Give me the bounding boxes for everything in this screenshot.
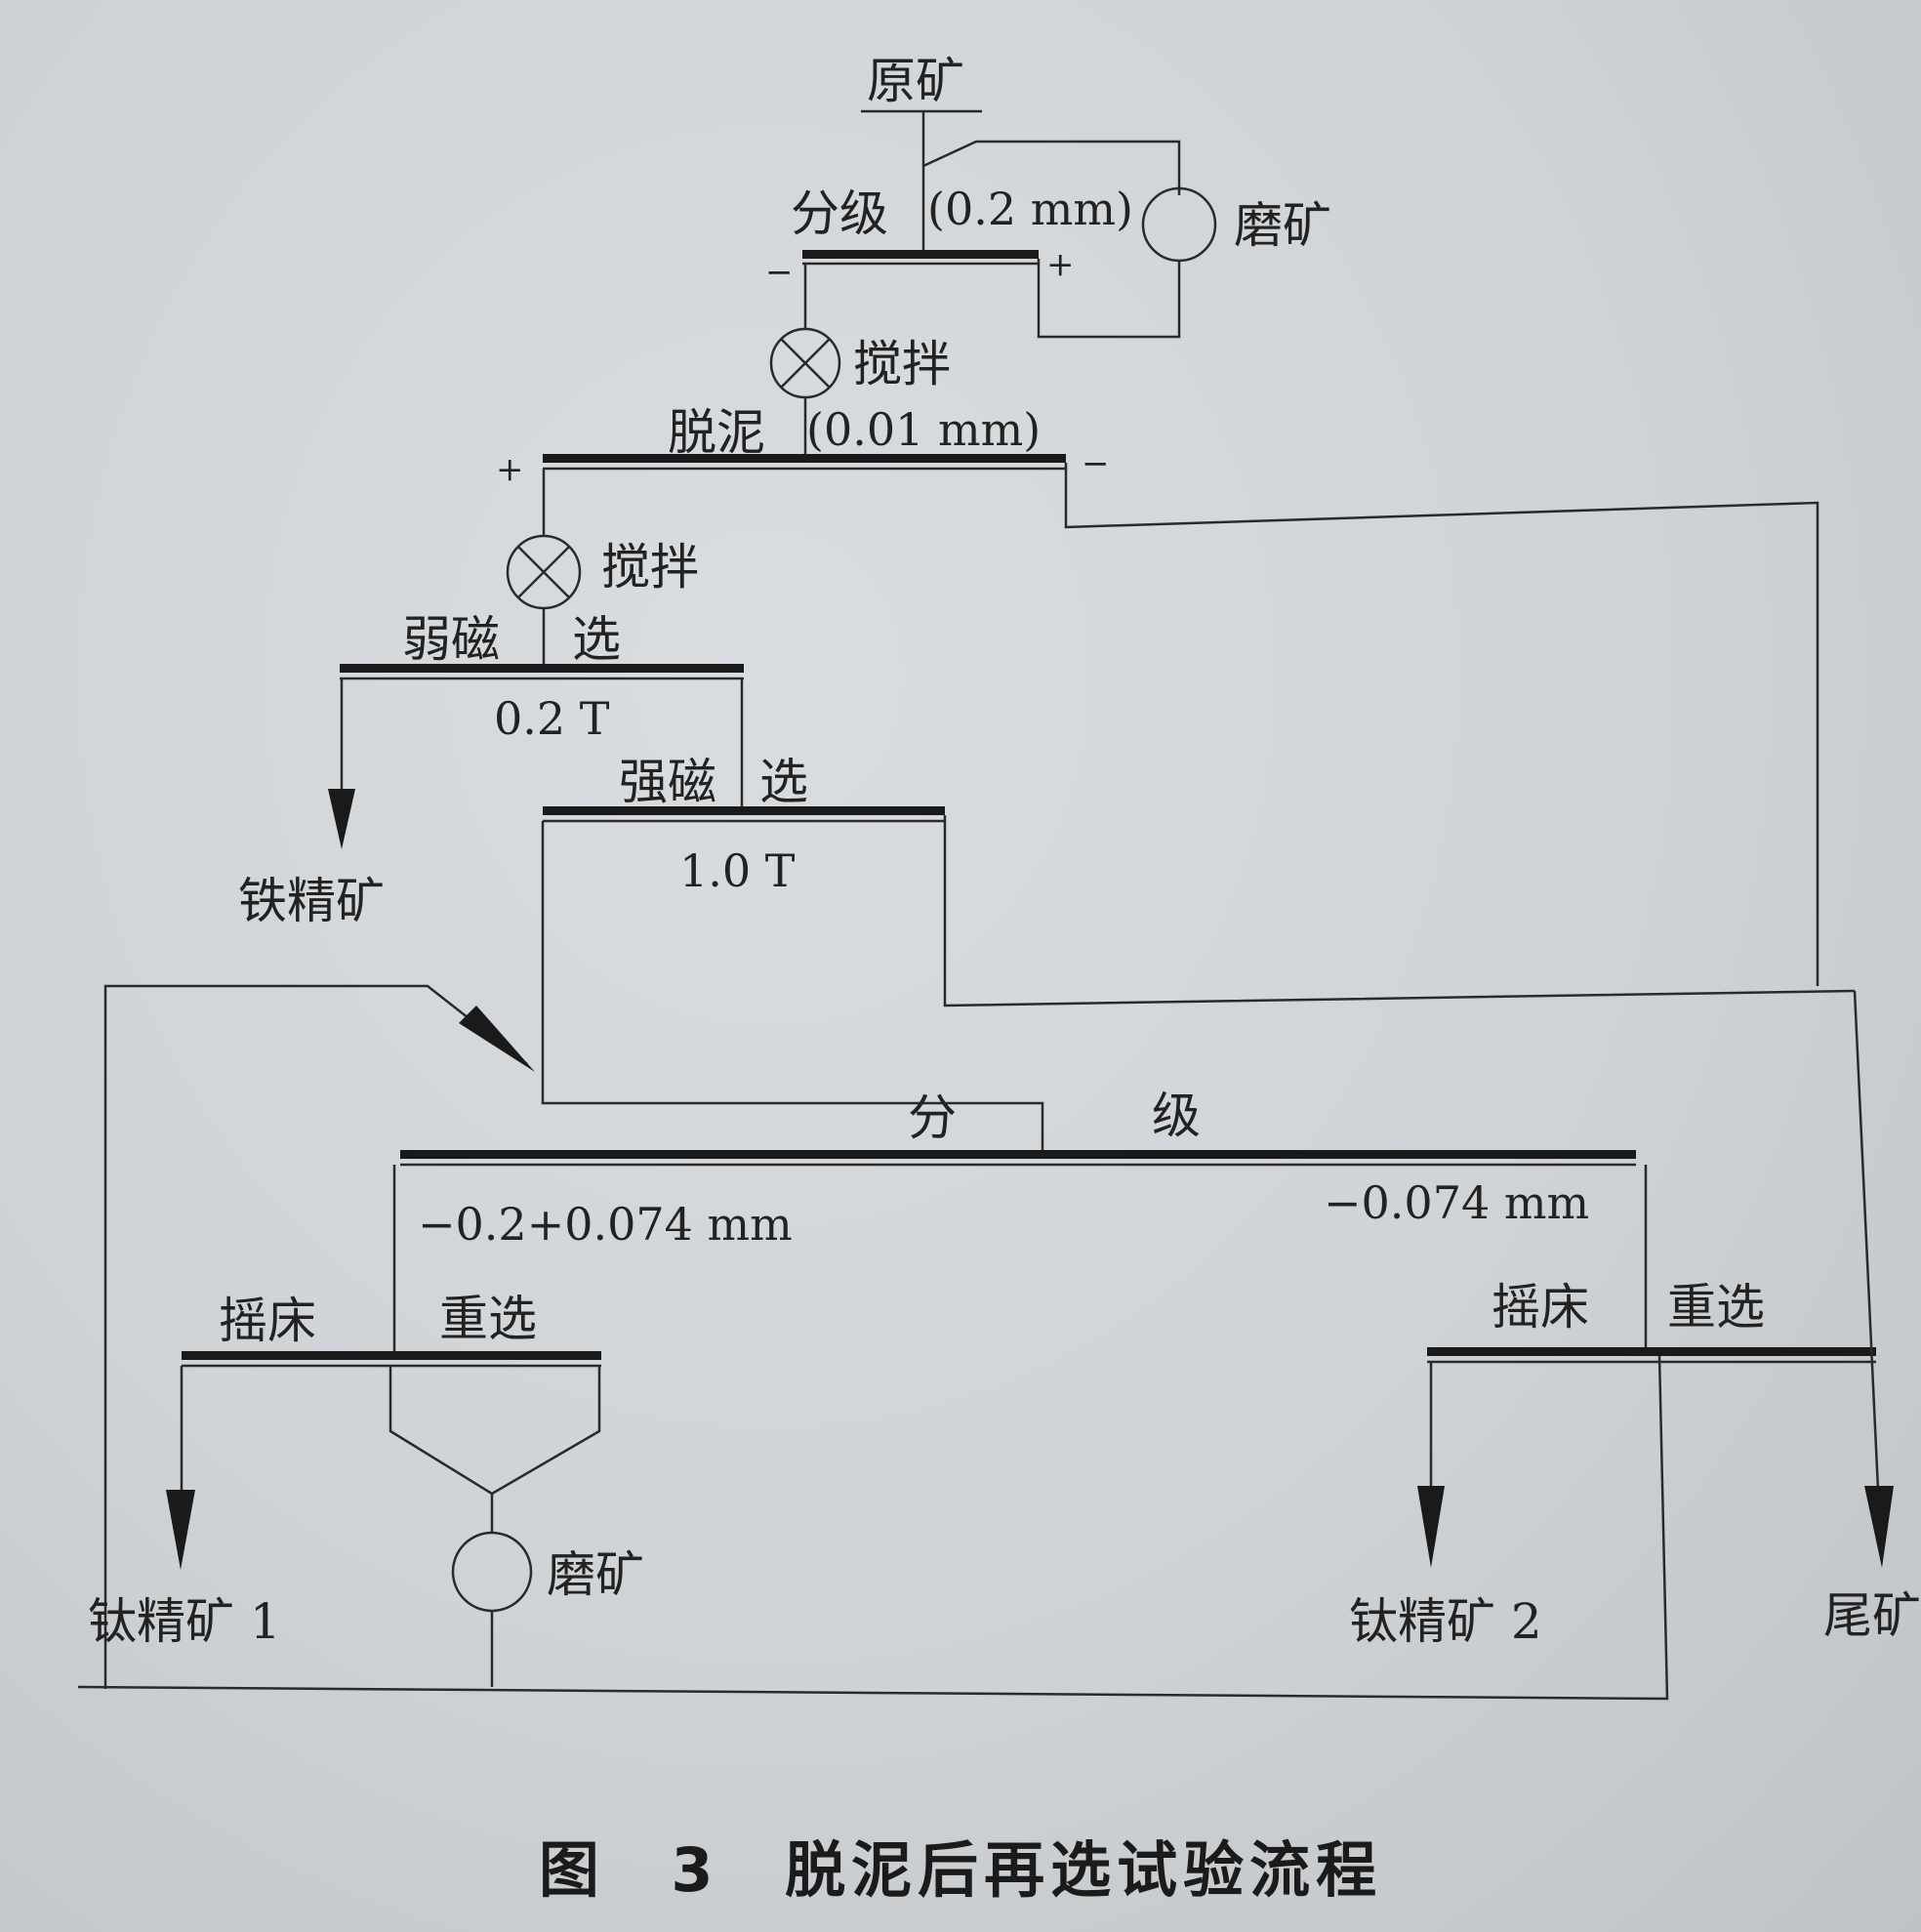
ti-conc-1-label: 钛精矿 1 (88, 1593, 281, 1650)
strong-mag-field: 1.0 T (679, 844, 796, 897)
weak-mag-label-b: 选 (572, 611, 621, 668)
desliming-label: 脱泥 (668, 404, 765, 461)
grinding-return-line (922, 140, 1181, 195)
strong-mag-label-b: 选 (759, 754, 808, 810)
classifier-2-bar (400, 1150, 1636, 1159)
bottom-return-line (77, 1354, 1669, 1701)
desliming-size: (0.01 mm) (806, 403, 1041, 456)
table-right-label-a: 摇床 (1492, 1279, 1589, 1336)
desliming-minus: − (1082, 444, 1110, 483)
table-left-bar (182, 1351, 601, 1360)
table-right-label-b: 重选 (1667, 1279, 1765, 1336)
iron-conc-arrow (328, 789, 355, 849)
table-right-bar (1427, 1347, 1876, 1356)
middlings-right-line (491, 1366, 601, 1496)
ti-conc-2-arrow (1417, 1486, 1445, 1568)
classifier-1-plus: + (1046, 245, 1075, 284)
ti-conc-2-label: 钛精矿 2 (1349, 1593, 1542, 1650)
stir-2-label: 搅拌 (601, 539, 699, 596)
oversize-to-mill-line (1037, 259, 1181, 339)
strong-mag-label-a: 强磁 (619, 754, 716, 810)
table-left-label-a: 摇床 (219, 1293, 316, 1349)
classify-2-label-a: 分 (908, 1089, 957, 1146)
stir-1-label: 搅拌 (853, 336, 951, 392)
stirrer-1-icon (769, 327, 841, 399)
fine-fraction-label: −0.074 mm (1324, 1176, 1589, 1229)
weak-mag-label-a: 弱磁 (402, 611, 500, 668)
strong-mag-tail-line (943, 815, 1856, 1007)
grinding-1-label: 磨矿 (1234, 197, 1331, 254)
grinding-2-label: 磨矿 (547, 1546, 644, 1603)
ti-conc-1-arrow (166, 1490, 195, 1570)
desliming-bar (543, 454, 1066, 463)
table-left-label-b: 重选 (439, 1291, 537, 1347)
tailings-arrow (1864, 1486, 1894, 1568)
classify-1-label: 分级 (791, 185, 888, 242)
raw-ore-label: 原矿 (867, 53, 964, 109)
slime-to-tailings-line (1064, 463, 1819, 986)
classify-2-label-b: 级 (1152, 1088, 1201, 1144)
iron-conc-label: 铁精矿 (238, 873, 385, 929)
desliming-plus: + (496, 450, 524, 489)
classifier-1-minus: − (765, 253, 794, 292)
magnetic-conc-to-classifier-line (541, 821, 1044, 1150)
stirrer-2-icon (506, 534, 582, 610)
classifier-1-bar (802, 250, 1039, 259)
middlings-left-line (388, 1366, 494, 1533)
coarse-fraction-label: −0.2+0.074 mm (418, 1198, 793, 1251)
weak-mag-field: 0.2 T (494, 692, 610, 745)
figure-caption: 图 3 脱泥后再选试验流程 (538, 1834, 1383, 1906)
weak-mag-bar (340, 664, 744, 673)
strong-mag-bar (543, 806, 945, 815)
classify-1-size: (0.2 mm) (927, 183, 1133, 235)
recycle-arrow (459, 1006, 535, 1072)
tailings-label: 尾矿 (1823, 1587, 1921, 1644)
tailings-line (1853, 990, 1880, 1491)
grinding-mill-2-icon (451, 1531, 533, 1613)
grinding-mill-1-icon (1141, 186, 1217, 263)
